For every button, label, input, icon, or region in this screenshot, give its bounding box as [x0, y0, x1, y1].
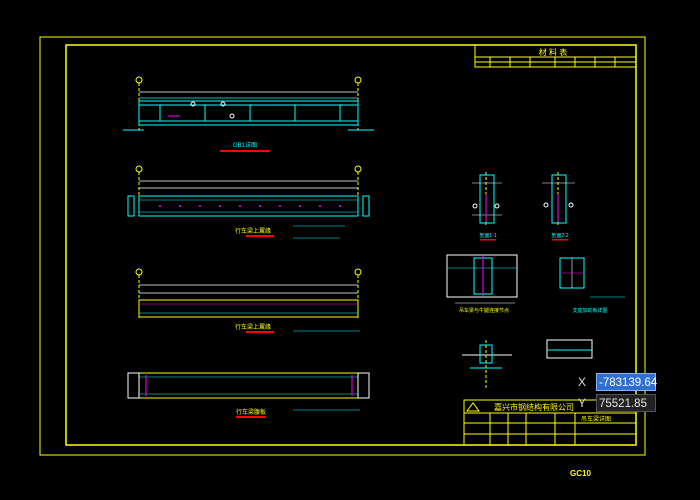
inner-frame — [65, 44, 637, 446]
y-coordinate-row: Y 75521.85 — [578, 393, 656, 413]
beam-flange-plan-2: 行车梁上翼缘 — [127, 165, 370, 239]
material-table: 材 料 表 — [474, 44, 637, 68]
x-coordinate-row: X -783139.64 — [578, 372, 657, 392]
view4-title: 行车梁腹板 — [236, 408, 266, 416]
view1-title: GB1详图 — [233, 141, 257, 149]
outer-frame — [39, 36, 646, 456]
node-connection-detail: 吊车梁与牛腿连接节点 — [446, 254, 518, 314]
y-coordinate-input[interactable]: 75521.85 — [596, 394, 656, 412]
title-block: 嘉兴市钢结构有限公司 吊车梁详图 — [463, 399, 637, 446]
y-axis-label: Y — [578, 396, 587, 410]
beam-elevation-1: GB1详图 — [123, 76, 374, 152]
sheet-code: GC10 — [570, 469, 591, 478]
section-1-1: 剖面1-1 — [472, 172, 502, 241]
company-name: 嘉兴市钢结构有限公司 — [494, 402, 574, 412]
drawing-title: 吊车梁详图 — [581, 415, 611, 423]
section1-label: 剖面1-1 — [479, 232, 496, 239]
section2-label: 剖面2-2 — [551, 232, 568, 239]
beam-elevation-3: 行车梁上翼缘 — [135, 268, 362, 333]
beam-web-4: 行车梁腹板 — [127, 372, 370, 418]
view2-title: 行车梁上翼缘 — [235, 227, 271, 235]
bearing-detail — [462, 339, 593, 390]
coordinate-input-tooltip[interactable]: X -783139.64 Y 75521.85 — [578, 371, 658, 415]
material-table-title: 材 料 表 — [539, 47, 567, 57]
stiffener-label: 支座加劲板详图 — [572, 307, 607, 314]
x-axis-label: X — [578, 375, 587, 389]
node-detail-label: 吊车梁与牛腿连接节点 — [459, 307, 509, 314]
stiffener-detail: 支座加劲板详图 — [559, 257, 625, 314]
x-coordinate-input[interactable]: -783139.64 — [596, 373, 657, 391]
section-2-2: 剖面2-2 — [542, 172, 575, 241]
view3-title: 行车梁上翼缘 — [235, 323, 271, 331]
